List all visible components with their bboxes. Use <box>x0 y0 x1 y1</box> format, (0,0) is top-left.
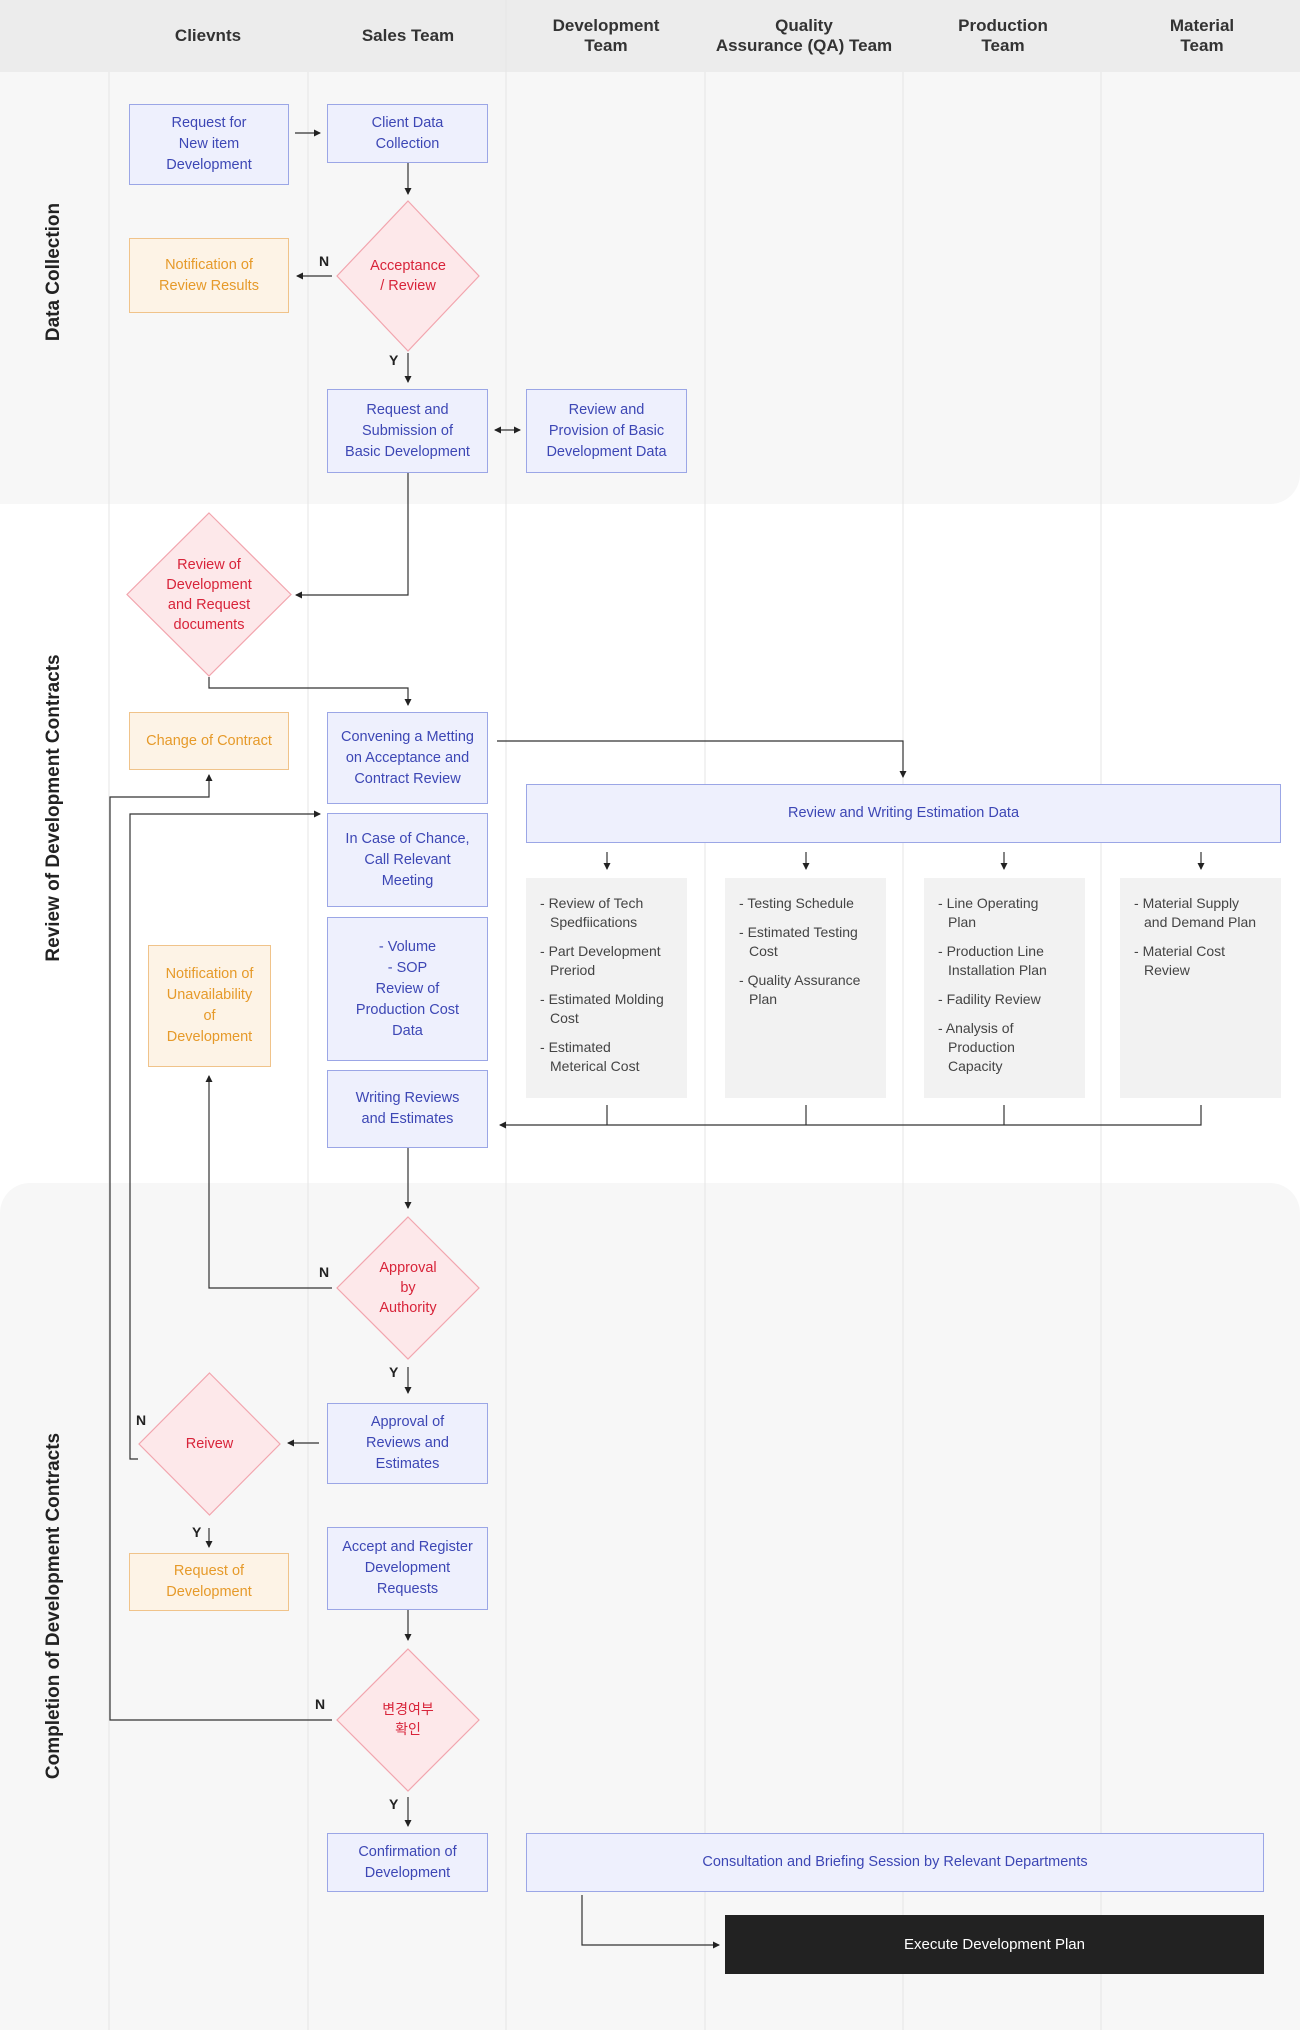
node-accept-register: Accept and Register Development Requests <box>327 1527 488 1610</box>
decision-review-dev-request-docs: Review of Development and Request docume… <box>126 512 292 677</box>
yes-label: Y <box>192 1524 202 1540</box>
node-volume-sop: - Volume - SOP Review of Production Cost… <box>327 917 488 1061</box>
task-item: Estimated Testing Cost <box>739 923 878 961</box>
column-header-bar <box>0 0 1300 72</box>
node-approval-reviews-estimates: Approval of Reviews and Estimates <box>327 1403 488 1484</box>
task-list-material: Material Supply and Demand Plan Material… <box>1120 878 1281 1098</box>
node-confirmation-of-development: Confirmation of Development <box>327 1833 488 1892</box>
task-list-development: Review of Tech Spedfiications Part Devel… <box>526 878 687 1098</box>
task-item: Material Supply and Demand Plan <box>1134 894 1273 932</box>
node-consultation-briefing: Consultation and Briefing Session by Rel… <box>526 1833 1264 1892</box>
task-item: Material Cost Review <box>1134 942 1273 980</box>
task-item: Quality Assurance Plan <box>739 971 878 1009</box>
task-item: Analysis of Production Capacity <box>938 1019 1077 1076</box>
task-item: Production Line Installation Plan <box>938 942 1077 980</box>
decision-change-check: 변경여부 확인 <box>336 1648 480 1792</box>
section-label-completion-contracts: Completion of Development Contracts <box>43 1432 64 1780</box>
column-header-production: Production Team <box>958 16 1048 55</box>
no-label: N <box>319 1264 330 1280</box>
decision-acceptance-review-label: Acceptance / Review <box>370 258 446 294</box>
node-convening-meeting: Convening a Metting on Acceptance and Co… <box>327 712 488 804</box>
node-writing-reviews-estimates: Writing Reviews and Estimates <box>327 1070 488 1148</box>
task-list-qa: Testing Schedule Estimated Testing Cost … <box>725 878 886 1098</box>
yes-label: Y <box>389 352 399 368</box>
task-item: Review of Tech Spedfiications <box>540 894 679 932</box>
node-in-case-of-chance: In Case of Chance, Call Relevant Meeting <box>327 813 488 907</box>
decision-approval-by-authority: Approval by Authority <box>336 1216 480 1360</box>
no-label: N <box>136 1412 147 1428</box>
decision-reivew: Reivew <box>138 1372 281 1516</box>
decision-change-check-label: 변경여부 확인 <box>382 1702 434 1738</box>
task-item: Fadility Review <box>938 990 1077 1009</box>
node-notification-review-results: Notification of Review Results <box>129 238 289 313</box>
decision-acceptance-review: Acceptance / Review <box>336 200 480 352</box>
node-execute-plan: Execute Development Plan <box>725 1915 1264 1974</box>
node-request-submission-basic: Request and Submission of Basic Developm… <box>327 389 488 473</box>
section-label-data-collection: Data Collection <box>43 202 64 342</box>
task-item: Line Operating Plan <box>938 894 1077 932</box>
node-review-writing-estimation: Review and Writing Estimation Data <box>526 784 1281 843</box>
column-header-clients: Clievnts <box>174 26 242 45</box>
node-request-new-item: Request for New item Development <box>129 104 289 185</box>
decision-review-dev-request-docs-label: Review of Development and Request docume… <box>166 556 252 633</box>
task-item: Testing Schedule <box>739 894 878 913</box>
decision-reivew-label: Reivew <box>185 1436 234 1452</box>
column-header-development: Development Team <box>552 16 660 55</box>
column-header-sales: Sales Team <box>361 26 455 45</box>
decision-approval-by-authority-label: Approval by Authority <box>379 1260 437 1316</box>
task-item: Part Development Preriod <box>540 942 679 980</box>
section-label-review-contracts: Review of Development Contracts <box>43 654 64 962</box>
task-item: Estimated Molding Cost <box>540 990 679 1028</box>
yes-label: Y <box>389 1796 399 1812</box>
node-notification-unavailability: Notification of Unavailability of Develo… <box>148 945 271 1067</box>
column-header-material: Material Team <box>1169 16 1235 55</box>
node-client-data-collection: Client Data Collection <box>327 104 488 163</box>
no-label: N <box>315 1696 326 1712</box>
node-change-of-contract: Change of Contract <box>129 712 289 770</box>
no-label: N <box>319 253 330 269</box>
task-list-production: Line Operating Plan Production Line Inst… <box>924 878 1085 1098</box>
node-request-of-development: Request of Development <box>129 1553 289 1611</box>
task-item: Estimated Meterical Cost <box>540 1038 679 1076</box>
column-header-qa: Quality Assurance (QA) Team <box>715 16 893 55</box>
yes-label: Y <box>389 1364 399 1380</box>
node-review-provision-basic: Review and Provision of Basic Developmen… <box>526 389 687 473</box>
